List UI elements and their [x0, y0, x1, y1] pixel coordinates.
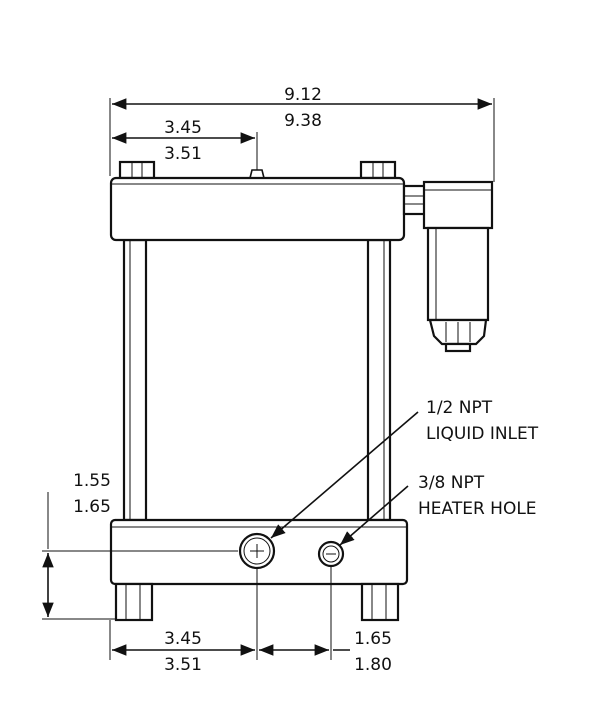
dim-top-offset-max: 3.51	[164, 144, 202, 164]
dim-bottom-offset-max: 3.51	[164, 655, 202, 675]
dim-inlet-height: 1.55 1.65	[42, 471, 238, 620]
filter-assembly	[402, 180, 494, 353]
dim-heater-spacing-max: 1.80	[354, 655, 392, 675]
callout-liquid-inlet: 1/2 NPT LIQUID INLET	[270, 398, 539, 539]
top-head	[109, 160, 406, 242]
dim-top-center-offset: 3.45 3.51	[112, 118, 258, 166]
dim-overall-width-min: 9.12	[284, 85, 322, 105]
dim-heater-spacing-min: 1.65	[354, 629, 392, 649]
dim-bottom-offset-min: 3.45	[164, 629, 202, 649]
dim-overall-width-max: 9.38	[284, 111, 322, 131]
dim-top-offset-min: 3.45	[164, 118, 202, 138]
bottom-head	[109, 518, 409, 622]
callout-heater-hole: 3/8 NPT HEATER HOLE	[339, 473, 537, 546]
callout-liquid-inlet-size: 1/2 NPT	[426, 398, 493, 418]
callout-liquid-inlet-name: LIQUID INLET	[426, 424, 539, 444]
dim-inlet-height-max: 1.65	[73, 497, 111, 517]
callout-heater-hole-name: HEATER HOLE	[418, 499, 537, 519]
callout-heater-hole-size: 3/8 NPT	[418, 473, 485, 493]
tie-rods	[122, 238, 392, 522]
dim-bottom: 3.45 3.51 1.65 1.80	[109, 566, 392, 675]
dim-inlet-height-min: 1.55	[73, 471, 111, 491]
dim-overall-width: 9.12 9.38	[109, 85, 495, 182]
